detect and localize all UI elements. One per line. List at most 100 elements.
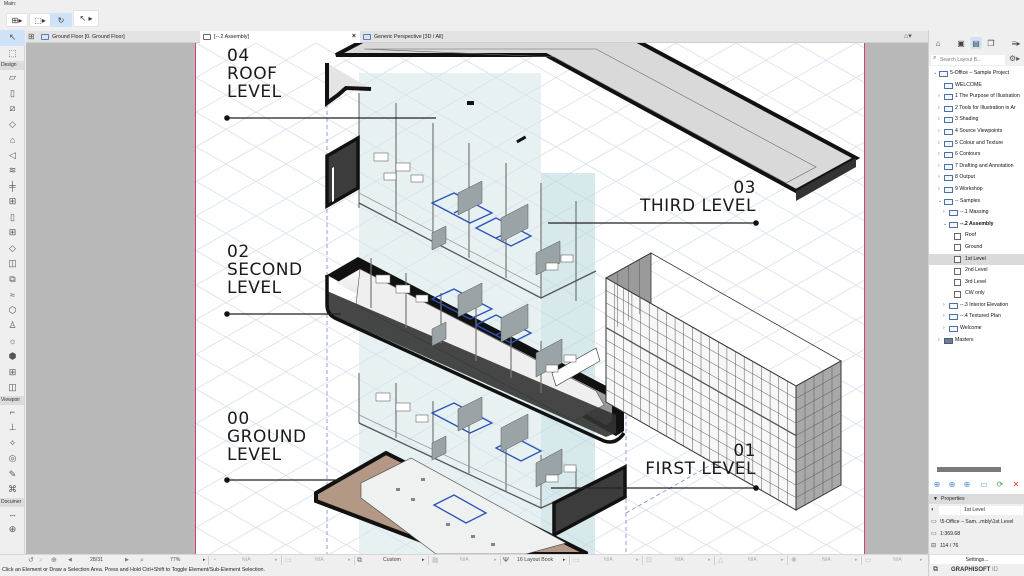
chevron-right-icon[interactable]: › [938,185,940,192]
chevron-right-icon[interactable]: › [938,336,940,343]
chevron-right-icon[interactable]: › [938,151,940,158]
zoom-in-icon[interactable]: ⊕ [51,557,57,564]
next-page-icon[interactable]: ▶ [125,557,129,563]
graphisoft-id[interactable]: ⧉ GRAPHISOFT ID [929,564,1024,576]
tree-item[interactable]: ›4 Source Viewpoints [929,126,1024,138]
worksheet-tool[interactable]: ◎ [0,451,25,467]
toolbox-section-design[interactable]: Design [0,61,24,70]
update-button[interactable]: ⟳ [996,479,1004,489]
layer-combination-value[interactable]: Custom [383,557,401,563]
tree-item[interactable]: ›9 Workshop [929,184,1024,196]
wall-end-tool[interactable]: ◫ [0,256,25,272]
project-map-button[interactable]: ⌂ [935,38,941,48]
tree-item[interactable]: CW only [929,288,1024,300]
tree-item[interactable]: WELCOME [929,80,1024,92]
chevron-right-icon[interactable]: › [943,325,945,332]
tree-item[interactable]: 1st Level [929,253,1024,266]
chevron-right-icon[interactable]: › [938,116,940,123]
slab-tool[interactable]: ◇ [0,117,25,133]
tree-item[interactable]: 3rd Level [929,277,1024,289]
mesh-tool[interactable]: ≈ [0,287,25,303]
skylight-tool[interactable]: ◇ [0,241,25,257]
new-subset-button[interactable]: ⊕ [933,479,941,489]
tab-ground-floor[interactable]: Ground Floor [0. Ground Floor] [38,31,200,43]
chevron-right-icon[interactable]: › [943,313,945,320]
tree-item[interactable]: ›Masters [929,335,1024,347]
dimension-tool[interactable]: ↔ [0,507,25,523]
tree-item[interactable]: ›Welcome [929,323,1024,335]
tree-item[interactable]: ⌄-- Samples [929,196,1024,208]
pen-set-value[interactable]: 16 Layout Book [517,557,554,563]
elevation-tool[interactable]: ⊥ [0,420,25,436]
tab-assembly[interactable]: [--.2 Assembly] × [200,31,360,43]
tree-item[interactable]: ›8 Output [929,172,1024,184]
stair-tool[interactable]: ≋ [0,163,25,179]
horizontal-scrollbar[interactable] [937,467,1001,472]
tree-item[interactable]: ›--.4 Textured Plan [929,311,1024,323]
panel-tool[interactable]: ⊞ [0,365,25,381]
toolbox-section-viewpoir[interactable]: Viewpoir [0,395,24,405]
lamp-tool[interactable]: ☼ [0,334,25,350]
chevron-right-icon[interactable]: › [938,139,940,146]
tree-item[interactable]: Ground [929,242,1024,254]
chevron-right-icon[interactable]: › [943,209,945,216]
zoom-level[interactable]: 77% [170,557,181,563]
chevron-down-icon[interactable]: ⌄ [933,70,938,76]
tree-item[interactable]: ›5 Colour and Texture [929,138,1024,150]
tree-item[interactable]: ⌄5-Office – Sample Project [929,68,1024,80]
interior-elevation-tool[interactable]: ✧ [0,436,25,452]
tree-item[interactable]: Roof [929,230,1024,242]
roof-tool[interactable]: ⌂ [0,132,25,148]
detail-tool[interactable]: ✎ [0,467,25,483]
chevron-right-icon[interactable]: › [938,104,940,111]
place-drawing-button[interactable]: ▭ [980,479,988,489]
redo-zoom-icon[interactable]: ⌕ [39,557,43,564]
pen-set-arrow[interactable]: ▸ [563,557,566,563]
layer-combo-button[interactable]: ⊞▸ [6,13,28,27]
arrow-tool[interactable]: ↖ [0,30,25,46]
tree-item[interactable]: ›--.3 Interior Elevation [929,300,1024,312]
corner-window-tool[interactable]: ⧉ [0,272,25,288]
chevron-right-icon[interactable]: › [943,301,945,308]
wall-tool[interactable]: ▱ [0,70,25,86]
chevron-down-icon[interactable]: ⌄ [943,220,948,227]
zoom-icon[interactable]: ⌕ [140,557,144,564]
undo-zoom-icon[interactable]: ↺ [28,557,34,564]
gear-icon[interactable]: ⚙▸ [1009,54,1021,63]
new-master-button[interactable]: ⊕ [963,479,971,489]
tree-item[interactable]: ›2 Tools for Illustration in Ar [929,103,1024,115]
toolbox-section-documer[interactable]: Documer [0,497,24,507]
marquee-tool[interactable]: ⬚ [0,46,25,62]
navigator-menu-button[interactable]: ≡▸ [1011,38,1021,48]
tree-item[interactable]: ⌄--.2 Assembly [929,219,1024,231]
delete-button[interactable]: ✕ [1012,479,1020,489]
opening-tool[interactable]: ◫ [0,380,25,396]
column-tool[interactable]: ▯ [0,86,25,102]
close-tab-icon[interactable]: × [351,33,356,40]
door-tool[interactable]: ▯ [0,210,25,226]
section-tool[interactable]: ⌐ [0,405,25,421]
level-dimension-tool[interactable]: ⊕ [0,522,25,538]
curtain-wall-tool[interactable]: ⊞ [0,194,25,210]
orbit-button[interactable]: ↻ [50,13,72,27]
shell-tool[interactable]: ◁ [0,148,25,164]
new-layout-button[interactable]: ⊕ [948,479,956,489]
layer-combination-arrow[interactable]: ▸ [422,557,425,563]
zoom-dropdown-arrow[interactable]: ▸ [203,557,206,563]
arrow-tool-button[interactable]: ↖ ▸ [73,10,99,27]
chevron-down-icon[interactable]: ⌄ [938,197,943,204]
tree-item[interactable]: 2nd Level [929,265,1024,277]
view-options-dropdown[interactable]: ⌂▾ [904,33,912,40]
zone-tool[interactable]: ⬢ [0,349,25,365]
window-tool[interactable]: ⊞ [0,225,25,241]
chevron-right-icon[interactable]: › [938,162,940,169]
tree-item[interactable]: ›1 The Purpose of Illustration [929,91,1024,103]
beam-tool[interactable]: ⧄ [0,101,25,117]
railing-tool[interactable]: ╪ [0,179,25,195]
chevron-right-icon[interactable]: › [938,93,940,100]
object-tool[interactable]: ♙ [0,318,25,334]
properties-header[interactable]: ▼ Properties [929,494,1024,504]
morph-tool[interactable]: ⬡ [0,303,25,319]
tab-generic-perspective[interactable]: Generic Perspective [3D / All] [360,31,560,43]
camera-tool[interactable]: ⌘ [0,482,25,498]
